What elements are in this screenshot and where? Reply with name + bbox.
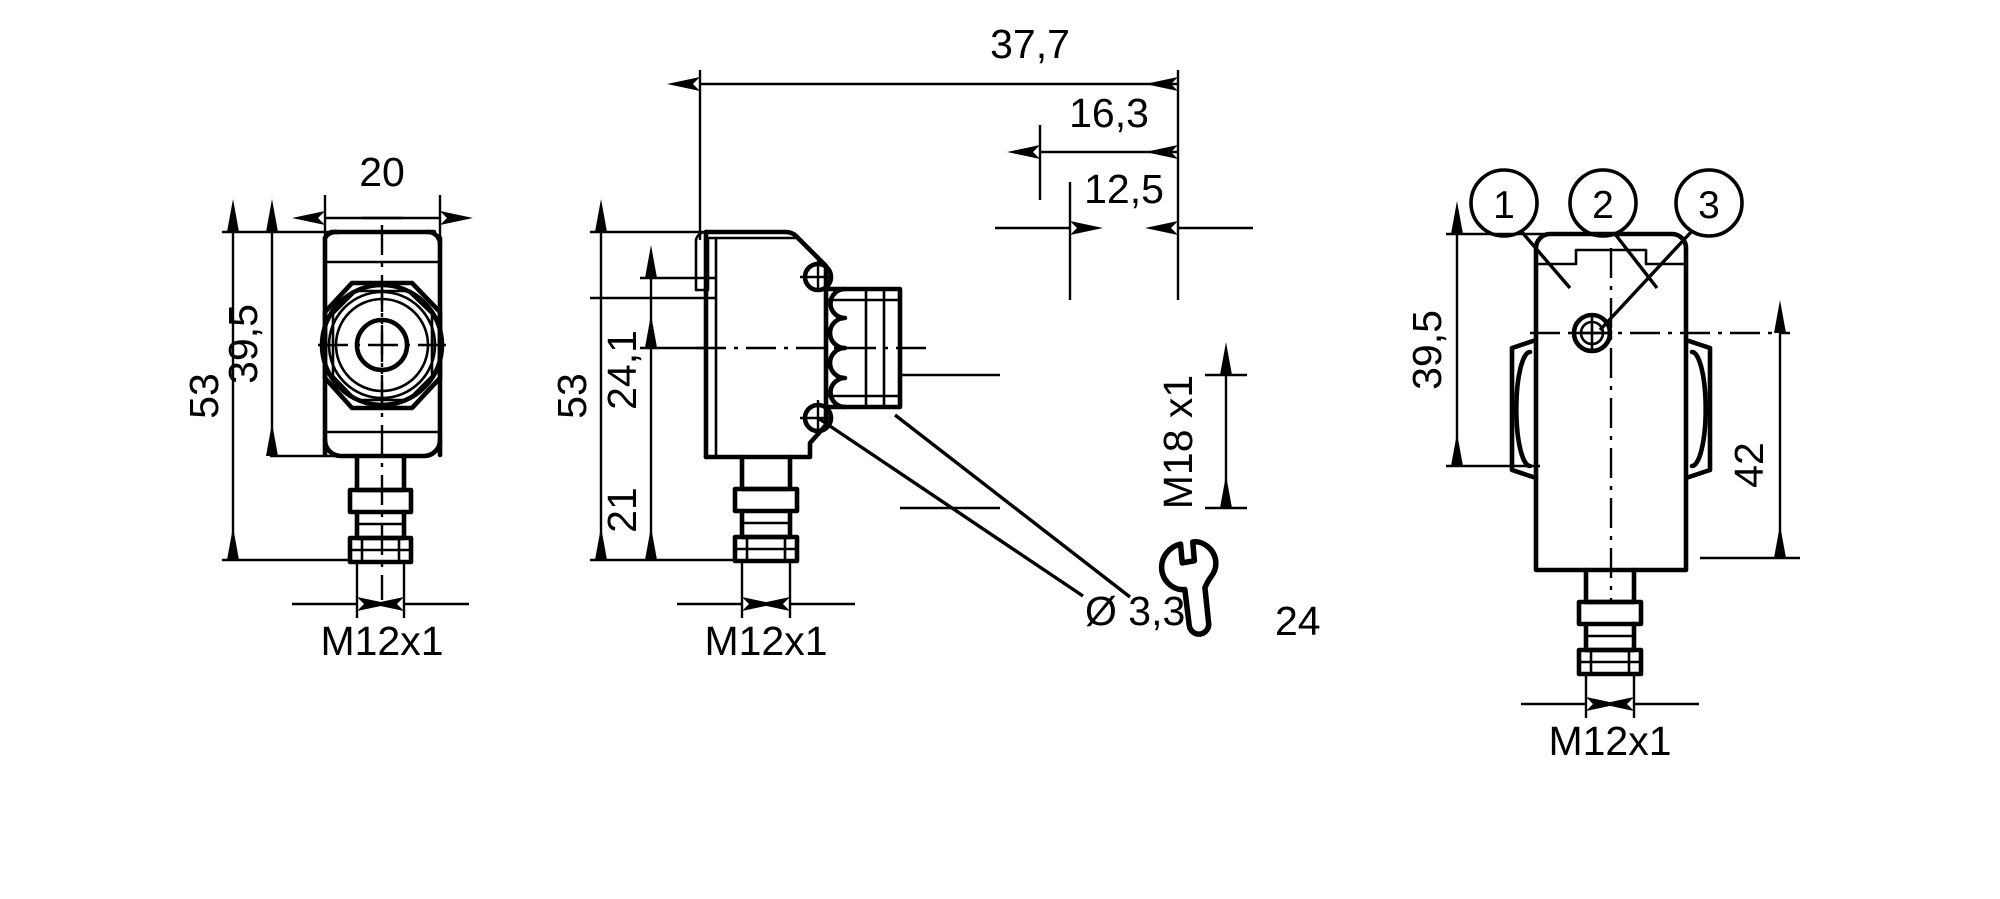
connector-neck-v1 [354,453,407,493]
dim-label-height-total-v1: 53 [181,373,227,419]
dim-label-125-v2: 12,5 [1084,166,1164,212]
leader-hole-v2 [817,416,1084,598]
body-outline-v3 [1533,231,1689,573]
thread-label-m12-v2: M12x1 [704,618,827,664]
connector-flange-v1 [347,535,414,565]
body-bottom-round-v1 [322,437,443,459]
dim-label-42-v3: 42 [1726,442,1772,488]
connector-neck-v2 [739,454,793,492]
body-profile-v2 [703,229,829,460]
thread-body-v2 [823,286,903,410]
leader-balloon-2 [1613,232,1659,290]
dim-label-width-v1: 20 [359,149,405,195]
dim-label-163-v2: 16,3 [1069,90,1149,136]
thread-label-m18-v2: M18 x1 [1155,375,1201,509]
dim-label-241-v2: 24,1 [599,330,645,410]
body-corner-tr-v1 [425,229,443,247]
connector-collar-v1 [347,487,414,515]
leader-balloon-1 [1519,229,1572,290]
dim-label-depth-total-v2: 37,7 [990,21,1070,67]
balloon-3-label: 3 [1698,184,1720,227]
connector-flange-v2 [732,534,800,564]
notch-detail-v2 [694,238,710,292]
connector-collar-v3 [1576,599,1644,627]
balloon-3-circle[interactable] [1674,168,1744,238]
dim-label-height-total-v2: 53 [549,373,595,419]
label-hole-diameter-v2: Ø 3,3 [1085,588,1185,634]
leader-balloon-3 [1598,229,1694,332]
wrench-icon [1158,539,1219,637]
hex-nut-outer-v1 [322,280,443,411]
dim-label-395-v3: 39,5 [1404,310,1450,390]
view-front: 20 53 39,5 M12x1 [181,149,473,664]
label-wrench-size-v2: 24 [1275,598,1321,644]
view-rear: 1 2 3 39,5 42 M12x1 [1404,168,1800,764]
balloon-1-label: 1 [1493,184,1515,227]
connector-collar-v2 [732,486,800,514]
dim-label-21-v2: 21 [599,487,645,533]
lens-left-v3 [1514,349,1533,469]
balloon-2-circle[interactable] [1568,168,1638,238]
lens-right-v3 [1689,349,1708,469]
balloon-1-circle[interactable] [1469,168,1539,238]
lens-recess-right-v3 [1683,337,1713,481]
lens-recess-left-v3 [1509,337,1539,481]
leader-wrench-v2 [893,413,1132,599]
connector-flange-v3 [1576,647,1644,677]
thread-label-m12-v1: M12x1 [320,618,443,664]
thread-crest-v2 [827,286,848,410]
view-side: 37,7 16,3 12,5 53 24,1 21 M18 x1 [549,21,1321,664]
dim-label-height-body-v1: 39,5 [220,304,266,384]
balloon-2-label: 2 [1592,184,1614,227]
thread-label-m12-v3: M12x1 [1548,718,1671,764]
